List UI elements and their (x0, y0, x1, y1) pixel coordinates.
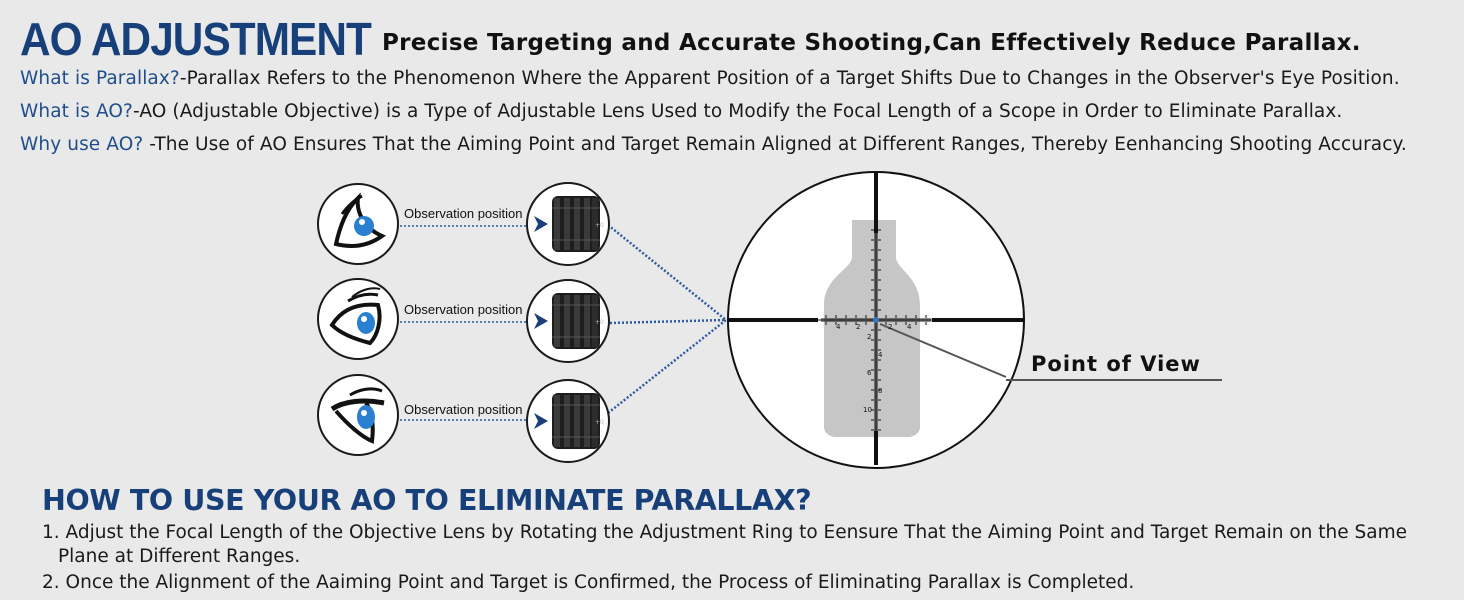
step-1: 1. Adjust the Focal Length of the Object… (42, 522, 1407, 543)
eye-icon (317, 374, 399, 456)
reticle-tick-label: 8 (878, 387, 882, 395)
reticle-tick-label: 4 (878, 351, 883, 359)
step-2: 2. Once the Alignment of the Aaiming Poi… (42, 572, 1135, 593)
reticle-tick-label: 6 (867, 369, 872, 377)
eye-icon (317, 183, 399, 265)
eye-icon (317, 278, 399, 360)
scope-knob-icon (526, 279, 610, 363)
qa-answer: -The Use of AO Ensures That the Aiming P… (149, 134, 1407, 155)
qa-why-ao: Why use AO? -The Use of AO Ensures That … (20, 134, 1407, 155)
reticle-tick-label: 2 (867, 333, 871, 341)
page-title: AO ADJUSTMENT (20, 13, 372, 65)
qa-question: What is Parallax? (20, 68, 180, 89)
observation-label: Observation position (404, 206, 523, 221)
scope-knob-icon (526, 379, 610, 463)
qa-question: What is AO? (20, 101, 133, 122)
step-1-continued: Plane at Different Ranges. (58, 546, 301, 567)
howto-heading: HOW TO USE YOUR AO TO ELIMINATE PARALLAX… (42, 484, 812, 517)
parallax-diagram: +0 Observation posi (317, 171, 1222, 469)
target-silhouette (824, 220, 920, 437)
reticle-tick-label: 4 (836, 323, 841, 331)
scope-view: Point of View 4 2 2 4 2 4 6 8 10 (727, 171, 1222, 469)
qa-answer: -Parallax Refers to the Phenomenon Where… (179, 68, 1400, 89)
reticle-tick-label: 2 (888, 323, 892, 331)
reticle-tick-label: 4 (907, 323, 912, 331)
qa-ao: What is AO?-AO (Adjustable Objective) is… (20, 101, 1342, 122)
qa-question: Why use AO? (20, 134, 150, 155)
point-of-view-label: Point of View (1031, 352, 1201, 376)
reticle-tick-label: 10 (863, 406, 872, 414)
qa-answer: -AO (Adjustable Objective) is a Type of … (132, 101, 1343, 122)
observation-label: Observation position (404, 402, 523, 417)
tagline: Precise Targeting and Accurate Shooting,… (382, 30, 1361, 56)
sight-lines (400, 224, 727, 421)
qa-parallax: What is Parallax?-Parallax Refers to the… (20, 68, 1400, 89)
reticle-tick-label: 2 (856, 323, 860, 331)
pointer-line (879, 323, 1007, 378)
scope-knob-icon (526, 182, 610, 266)
observation-label: Observation position (404, 302, 523, 317)
title-row: AO ADJUSTMENT (20, 12, 401, 66)
